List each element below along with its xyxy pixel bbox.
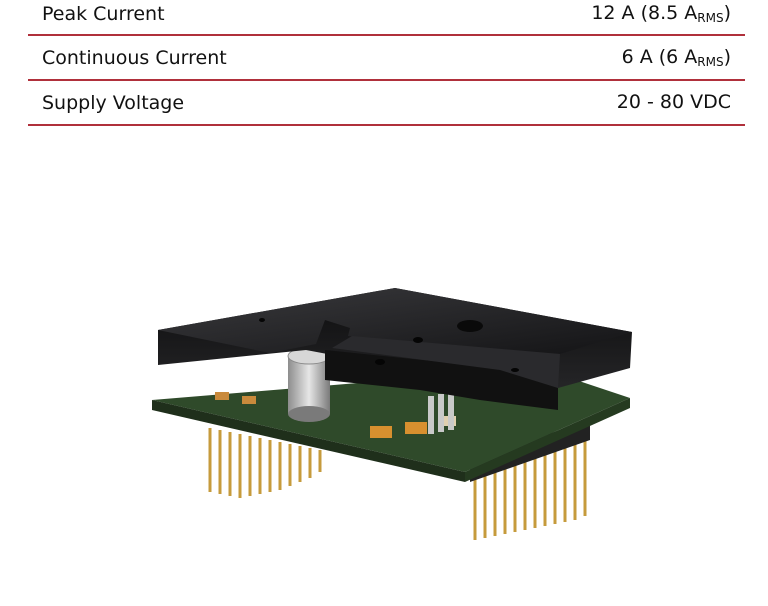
mounting-hole [457, 320, 483, 332]
mounting-hole [375, 359, 385, 365]
spec-row-continuous-current: Continuous Current 6 A (6 ARMS) [28, 36, 745, 81]
smd-component [242, 396, 256, 404]
spec-value: 6 A (6 ARMS) [621, 46, 731, 69]
spec-row-peak-current: Peak Current 12 A (8.5 ARMS) [28, 0, 745, 36]
heatsink [158, 288, 632, 410]
power-transistors [428, 392, 454, 434]
pcb-edge-front [152, 400, 465, 482]
mounting-hole [259, 318, 265, 322]
smd-component [370, 426, 392, 438]
mounting-hole [413, 337, 423, 343]
mounting-hole [511, 368, 519, 372]
spec-label: Peak Current [42, 3, 165, 25]
spec-table: Peak Current 12 A (8.5 ARMS) Continuous … [28, 0, 745, 126]
spec-label: Supply Voltage [42, 91, 185, 114]
servo-drive-module-image [152, 288, 632, 540]
smd-component [405, 422, 427, 434]
spec-row-supply-voltage: Supply Voltage 20 - 80 VDC [28, 81, 745, 126]
spec-value: 20 - 80 VDC [616, 91, 731, 113]
right-pin-header [473, 426, 587, 540]
spec-label: Continuous Current [42, 46, 227, 69]
electrolytic-capacitor [287, 347, 331, 422]
left-pin-header [208, 428, 322, 498]
spec-value: 12 A (8.5 ARMS) [591, 2, 731, 25]
pcb-edge-right [465, 398, 630, 482]
smd-component [215, 392, 229, 400]
